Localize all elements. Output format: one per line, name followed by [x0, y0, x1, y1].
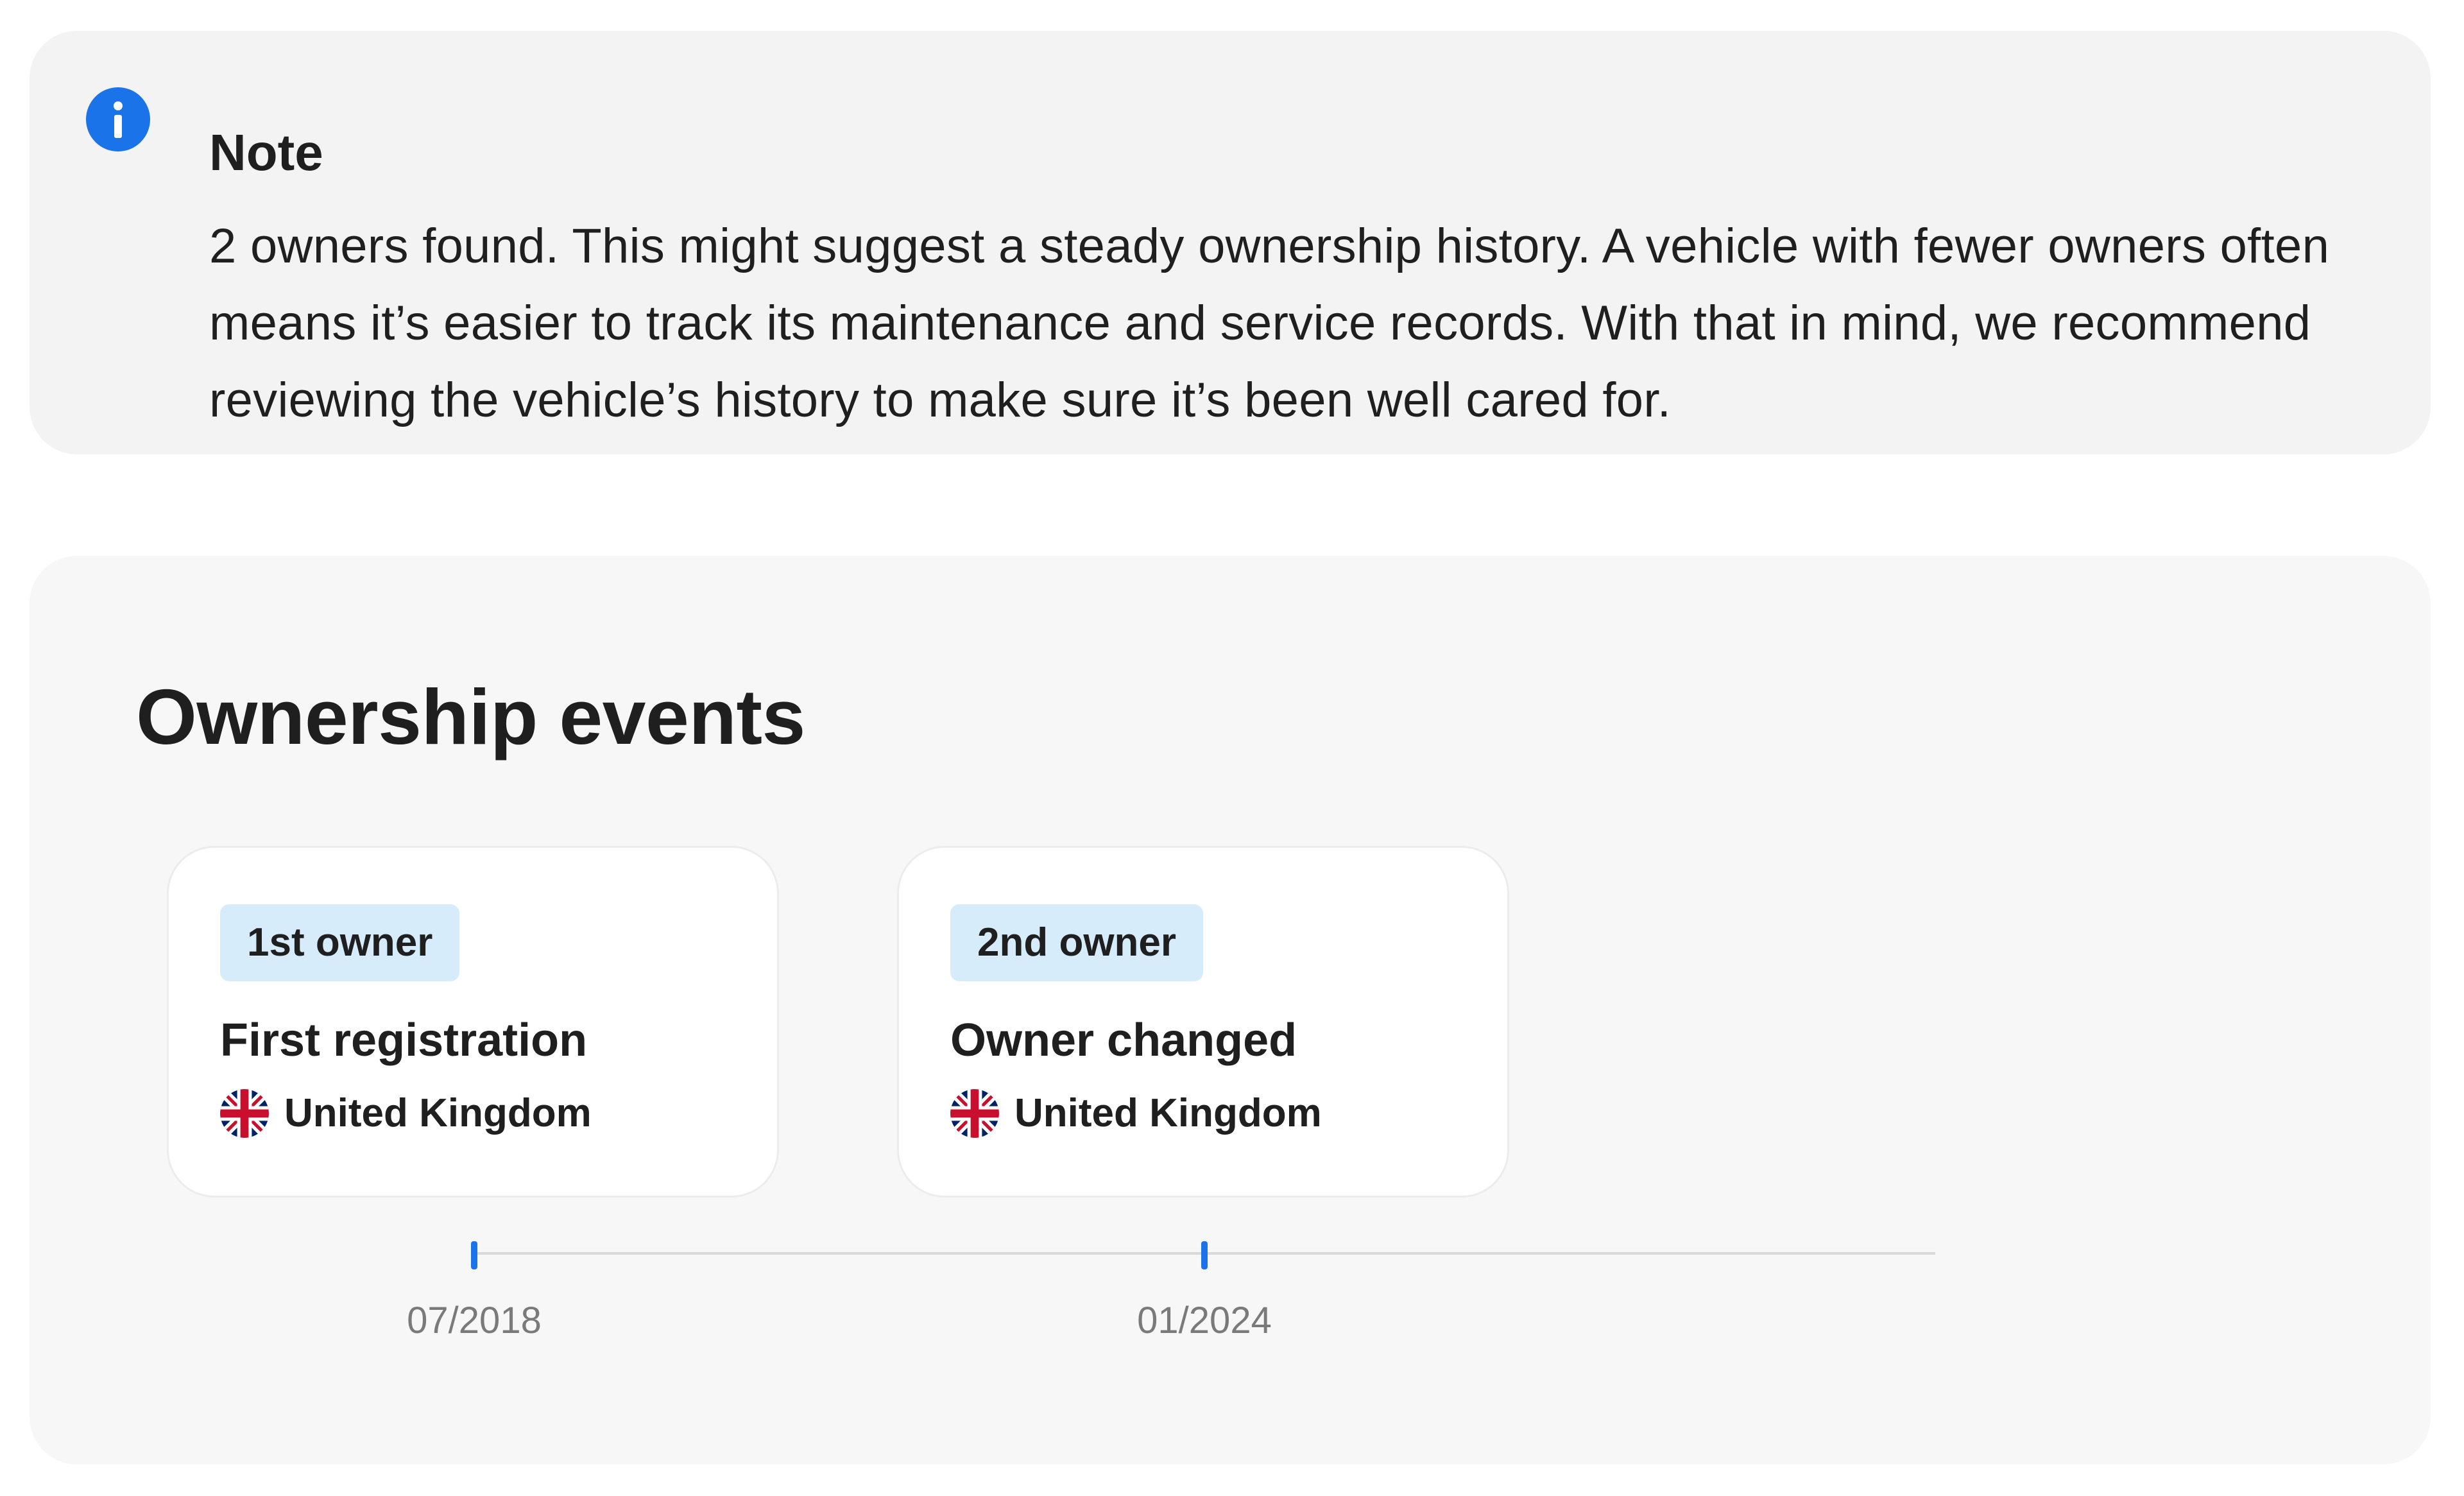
- timeline-date: 07/2018: [407, 1300, 542, 1341]
- ownership-events-panel: Ownership events 1st owner First registr…: [30, 556, 2431, 1465]
- event-name: Owner changed: [950, 1015, 1297, 1066]
- timeline-tick: [1201, 1241, 1208, 1269]
- timeline-date: 01/2024: [1137, 1300, 1272, 1341]
- country-row: United Kingdom: [950, 1088, 1322, 1139]
- owner-badge: 2nd owner: [950, 904, 1204, 981]
- section-title: Ownership events: [136, 673, 805, 761]
- country-label: United Kingdom: [1014, 1091, 1322, 1135]
- uk-flag-icon: [220, 1089, 269, 1138]
- event-card-first-owner: 1st owner First registration United King…: [167, 846, 779, 1198]
- note-panel: Note 2 owners found. This might suggest …: [30, 31, 2431, 454]
- timeline-tick: [471, 1241, 477, 1269]
- note-title: Note: [209, 124, 323, 181]
- event-card-second-owner: 2nd owner Owner changed United Kingdom: [897, 846, 1509, 1198]
- country-row: United Kingdom: [220, 1088, 592, 1139]
- info-icon: [86, 87, 150, 151]
- note-body: 2 owners found. This might suggest a ste…: [209, 219, 2330, 427]
- owner-badge: 1st owner: [220, 904, 460, 981]
- uk-flag-icon: [950, 1089, 999, 1138]
- country-label: United Kingdom: [284, 1091, 592, 1135]
- event-name: First registration: [220, 1015, 588, 1066]
